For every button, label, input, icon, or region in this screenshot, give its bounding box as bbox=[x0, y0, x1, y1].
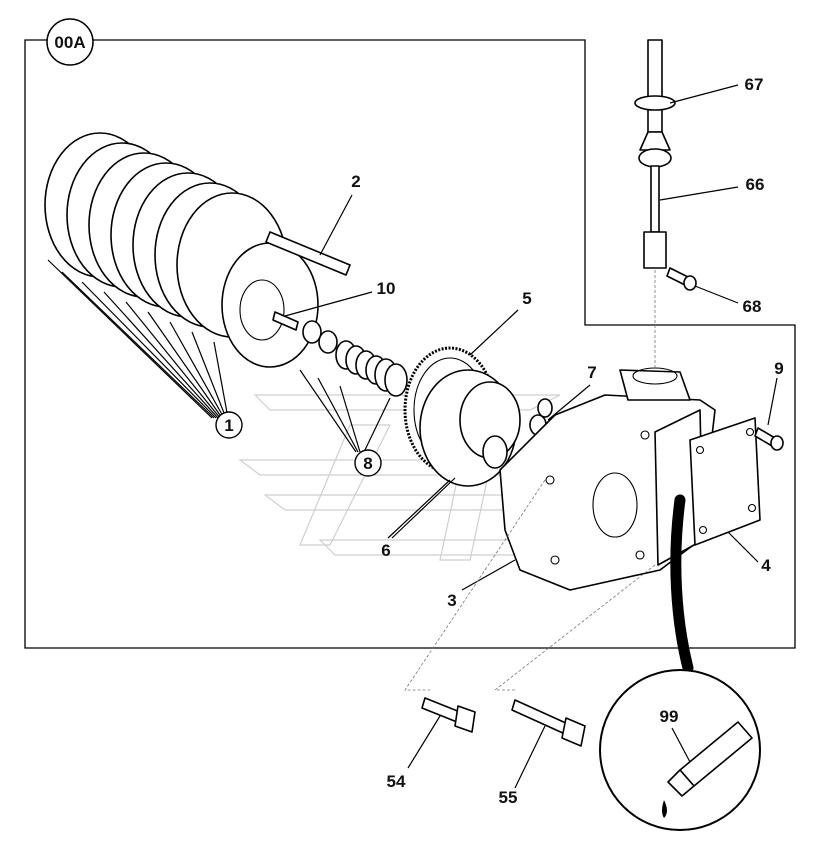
clutch-disc-stack bbox=[44, 132, 319, 419]
spring-part bbox=[335, 340, 408, 397]
bolt-55-part bbox=[511, 699, 586, 747]
svg-text:1: 1 bbox=[224, 416, 233, 435]
bolt-54-part bbox=[421, 697, 476, 733]
pressure-plate-part bbox=[419, 369, 521, 487]
callout-67: 67 bbox=[745, 75, 764, 94]
callout-10: 10 bbox=[377, 279, 396, 298]
callout-1: 1 bbox=[215, 411, 243, 439]
group-label-badge: 00A bbox=[46, 18, 94, 66]
svg-text:8: 8 bbox=[363, 454, 372, 473]
callout-labels: 1 2 10 5 7 8 6 3 9 4 67 66 68 54 55 99 bbox=[215, 75, 784, 807]
callout-6: 6 bbox=[381, 541, 390, 560]
sealant-inset bbox=[599, 494, 761, 831]
callout-9: 9 bbox=[774, 359, 783, 378]
callout-54: 54 bbox=[387, 772, 406, 791]
cable-assembly bbox=[634, 39, 697, 370]
bolt-washer-part bbox=[272, 311, 338, 354]
callout-99: 99 bbox=[660, 707, 679, 726]
callout-66: 66 bbox=[746, 175, 765, 194]
callout-3: 3 bbox=[447, 591, 456, 610]
group-frame bbox=[24, 39, 796, 649]
callout-68: 68 bbox=[743, 297, 762, 316]
callout-8: 8 bbox=[354, 449, 382, 477]
cover-gasket-part bbox=[654, 409, 761, 566]
callout-7: 7 bbox=[587, 363, 596, 382]
pin-part bbox=[265, 231, 351, 276]
callout-55: 55 bbox=[499, 788, 518, 807]
group-label-text: 00A bbox=[54, 33, 85, 52]
callout-5: 5 bbox=[522, 289, 531, 308]
callout-4: 4 bbox=[761, 556, 771, 575]
callout-2: 2 bbox=[351, 172, 360, 191]
screw-part bbox=[754, 427, 784, 451]
